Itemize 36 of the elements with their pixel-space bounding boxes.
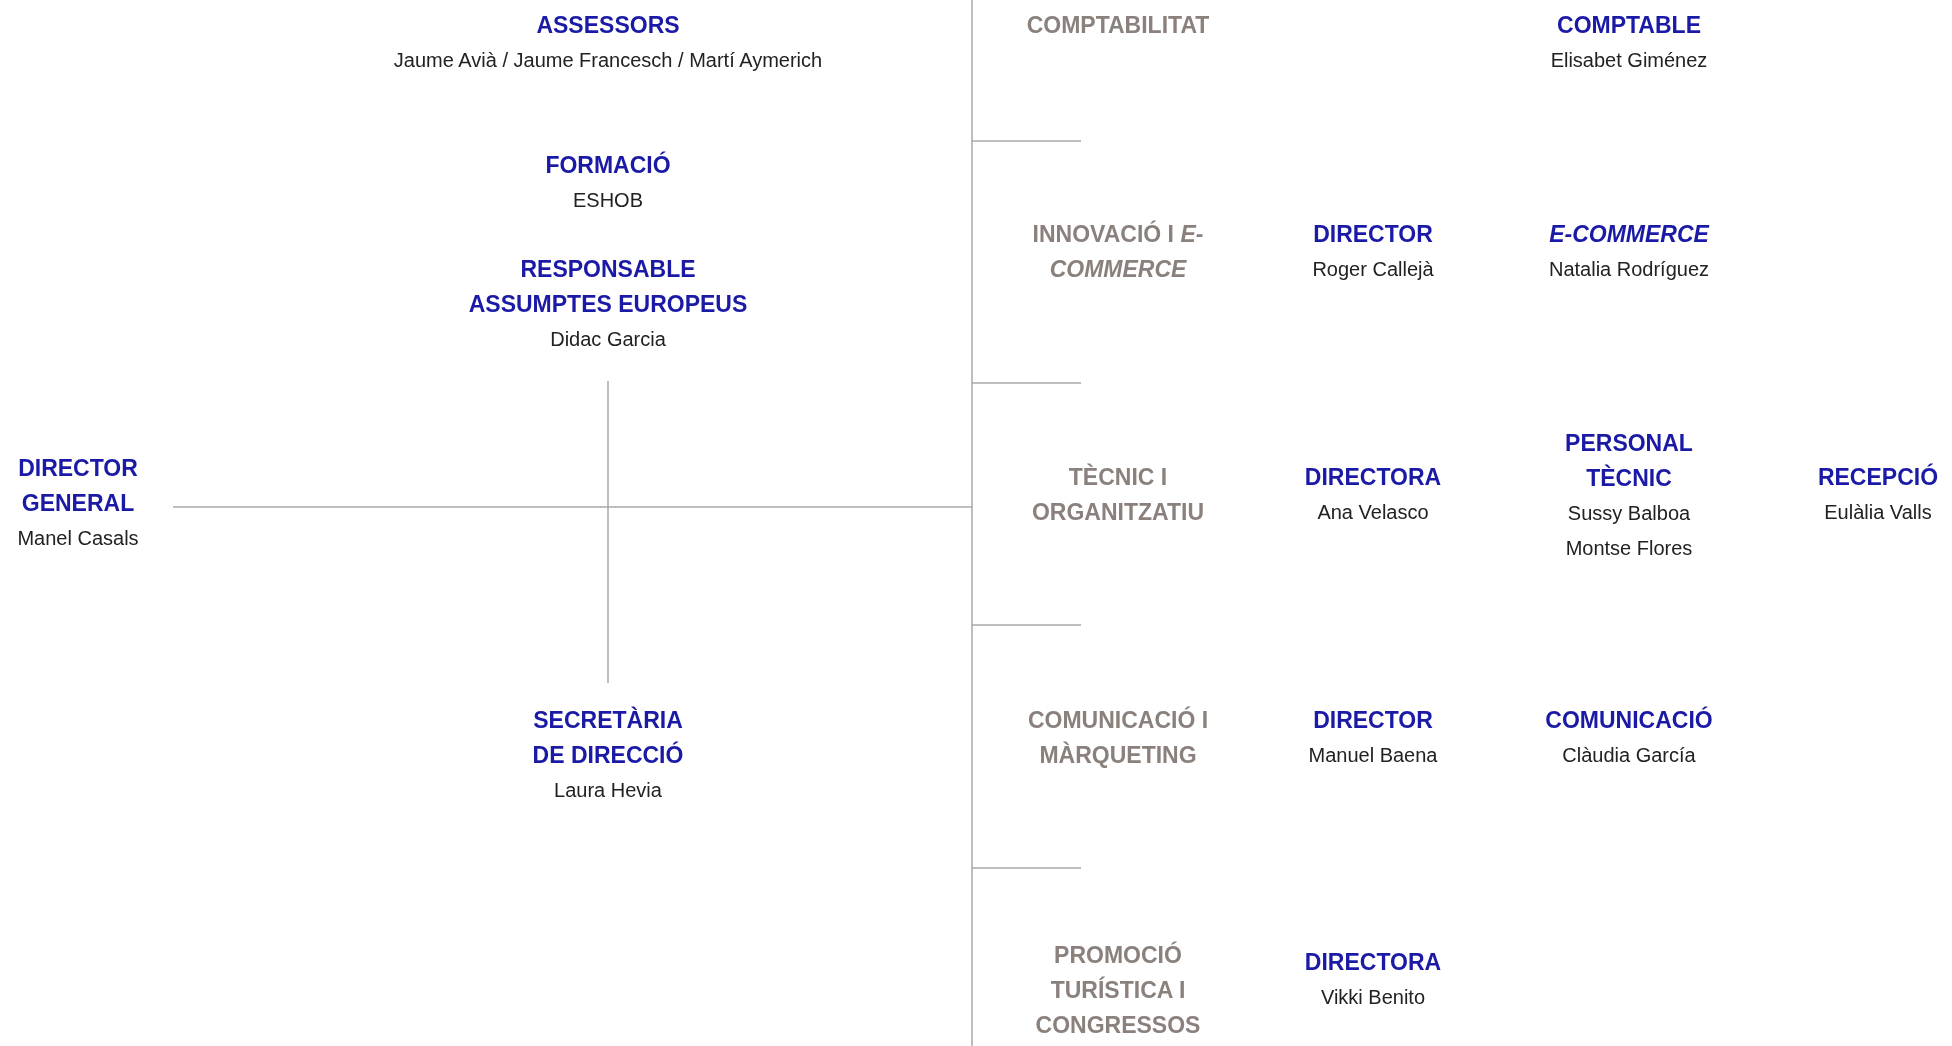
- heading-text: INNOVACIÓ I E-COMMERCE: [1031, 219, 1205, 284]
- heading-text: TÈCNIC I ORGANITZATIU: [1030, 462, 1206, 527]
- person-name: Vikki Benito: [1320, 985, 1426, 1010]
- heading-text: DIRECTOR: [1313, 706, 1433, 735]
- person-name: Manuel Baena: [1308, 743, 1438, 768]
- heading-text: PERSONAL TÈCNIC: [1564, 429, 1694, 493]
- heading-text: PROMOCIÓ TURÍSTICA I CONGRESSOS: [1034, 940, 1202, 1040]
- heading-text: COMUNICACIÓ I MÀRQUETING: [1026, 705, 1210, 770]
- person-name: Ana Velasco: [1317, 500, 1429, 525]
- heading-text: RESPONSABLE ASSUMPTES EUROPEUS: [467, 255, 749, 319]
- person-name: Roger Callejà: [1312, 257, 1434, 282]
- heading-text: COMPTABILITAT: [1026, 11, 1210, 40]
- heading-text: DIRECTORA: [1304, 463, 1442, 492]
- person-name: ESHOB: [573, 188, 643, 213]
- heading-text: DIRECTOR: [1313, 220, 1433, 249]
- person-name: Elisabet Giménez: [1550, 48, 1708, 73]
- heading-text: DIRECTORA: [1304, 948, 1442, 977]
- heading-text: COMUNICACIÓ: [1545, 705, 1713, 735]
- person-name: Natalia Rodríguez: [1548, 257, 1710, 282]
- person-name: Eulàlia Valls: [1824, 500, 1932, 525]
- heading-text: SECRETÀRIA DE DIRECCIÓ: [531, 705, 685, 770]
- heading-text: RECEPCIÓ: [1817, 462, 1939, 492]
- person-name: Clàudia García: [1562, 743, 1696, 768]
- person-name: Jaume Avià / Jaume Francesch / Martí Aymerich: [393, 48, 823, 73]
- heading-text: E-COMMERCE: [1549, 220, 1709, 249]
- heading-text: DIRECTOR GENERAL: [17, 454, 139, 518]
- person-name: Didac Garcia: [550, 327, 666, 352]
- heading-text: ASSESSORS: [536, 11, 680, 40]
- person-name: Laura Hevia: [554, 778, 662, 803]
- person-name: Sussy Balboa: [1567, 501, 1691, 526]
- heading-text: FORMACIÓ: [545, 150, 671, 180]
- person-name: Montse Flores: [1565, 536, 1693, 561]
- person-name: Manel Casals: [17, 526, 139, 551]
- connector-line: [607, 380, 609, 684]
- heading-text: COMPTABLE: [1557, 11, 1701, 40]
- connector-line: [172, 506, 973, 508]
